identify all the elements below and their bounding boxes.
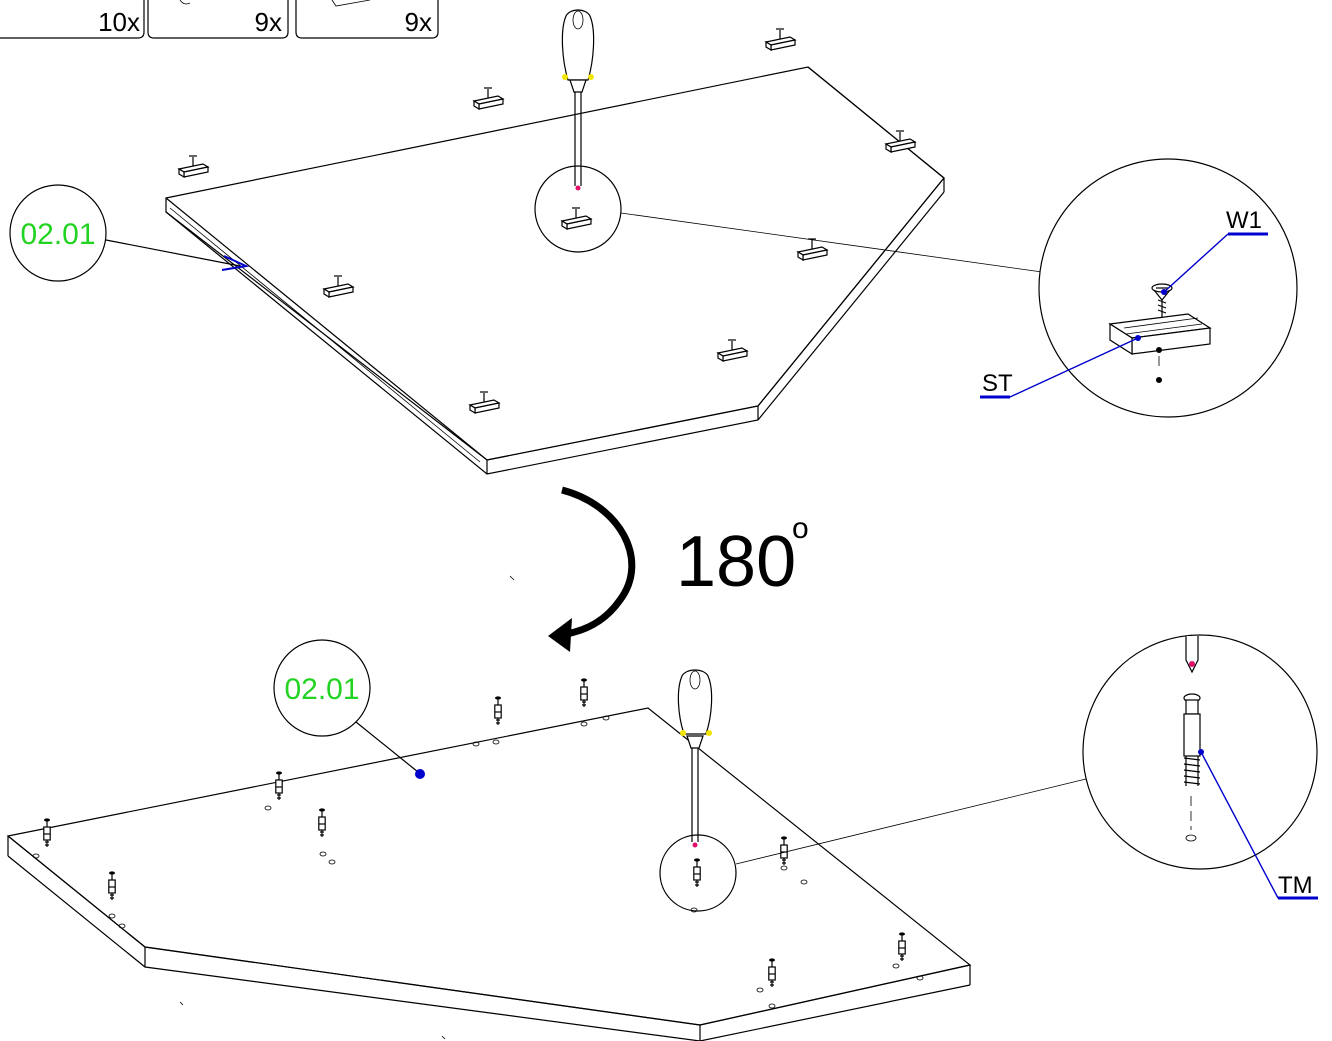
rotation-angle-value: 180 bbox=[676, 522, 796, 602]
stray-marks bbox=[179, 575, 515, 1040]
part-count-2: 9x bbox=[255, 7, 282, 37]
bracket-icon bbox=[1108, 313, 1212, 356]
dowel-mark bbox=[580, 677, 588, 708]
detail-callout-top: W1 ST bbox=[980, 158, 1298, 418]
label-screw: W1 bbox=[1226, 207, 1262, 234]
part-box-2: 9x bbox=[147, 0, 289, 39]
part-box-3: 9x bbox=[295, 0, 439, 39]
zoom-line bbox=[735, 777, 1091, 865]
dowel-mark bbox=[494, 695, 502, 726]
label-bracket: ST bbox=[982, 370, 1013, 397]
parts-bar: 10x 9x 9x bbox=[0, 0, 439, 39]
part-count-3: 9x bbox=[405, 7, 432, 37]
rotation-angle: 180 o bbox=[676, 512, 809, 602]
screw-icon bbox=[1151, 283, 1173, 320]
part-box-1: 10x bbox=[0, 0, 145, 39]
bottom-panel bbox=[6, 707, 972, 1041]
zoom-line bbox=[620, 212, 1043, 273]
label-dowel: TM bbox=[1278, 872, 1313, 899]
part-count-1: 10x bbox=[98, 7, 140, 37]
bracket-mark bbox=[178, 155, 209, 178]
detail-callout-bottom: TM bbox=[1082, 634, 1318, 900]
screwdriver-icon bbox=[561, 9, 595, 191]
rotate-arrow-icon bbox=[548, 486, 636, 652]
bracket-mark bbox=[473, 87, 504, 110]
screwdriver-tip-icon bbox=[1185, 636, 1199, 674]
rotation-degree-mark: o bbox=[792, 512, 809, 545]
detail-circle-small bbox=[534, 165, 622, 253]
part-badge: 02.01 bbox=[273, 639, 425, 779]
cam-dowel-icon bbox=[1183, 693, 1201, 786]
screwdriver-icon bbox=[677, 669, 713, 848]
part-badge-label: 02.01 bbox=[20, 218, 95, 251]
top-panel bbox=[165, 66, 945, 475]
bracket-mark bbox=[765, 28, 796, 51]
part-badge: 02.01 bbox=[9, 184, 250, 282]
detail-circle-small bbox=[659, 834, 737, 912]
part-badge-label: 02.01 bbox=[284, 673, 359, 706]
